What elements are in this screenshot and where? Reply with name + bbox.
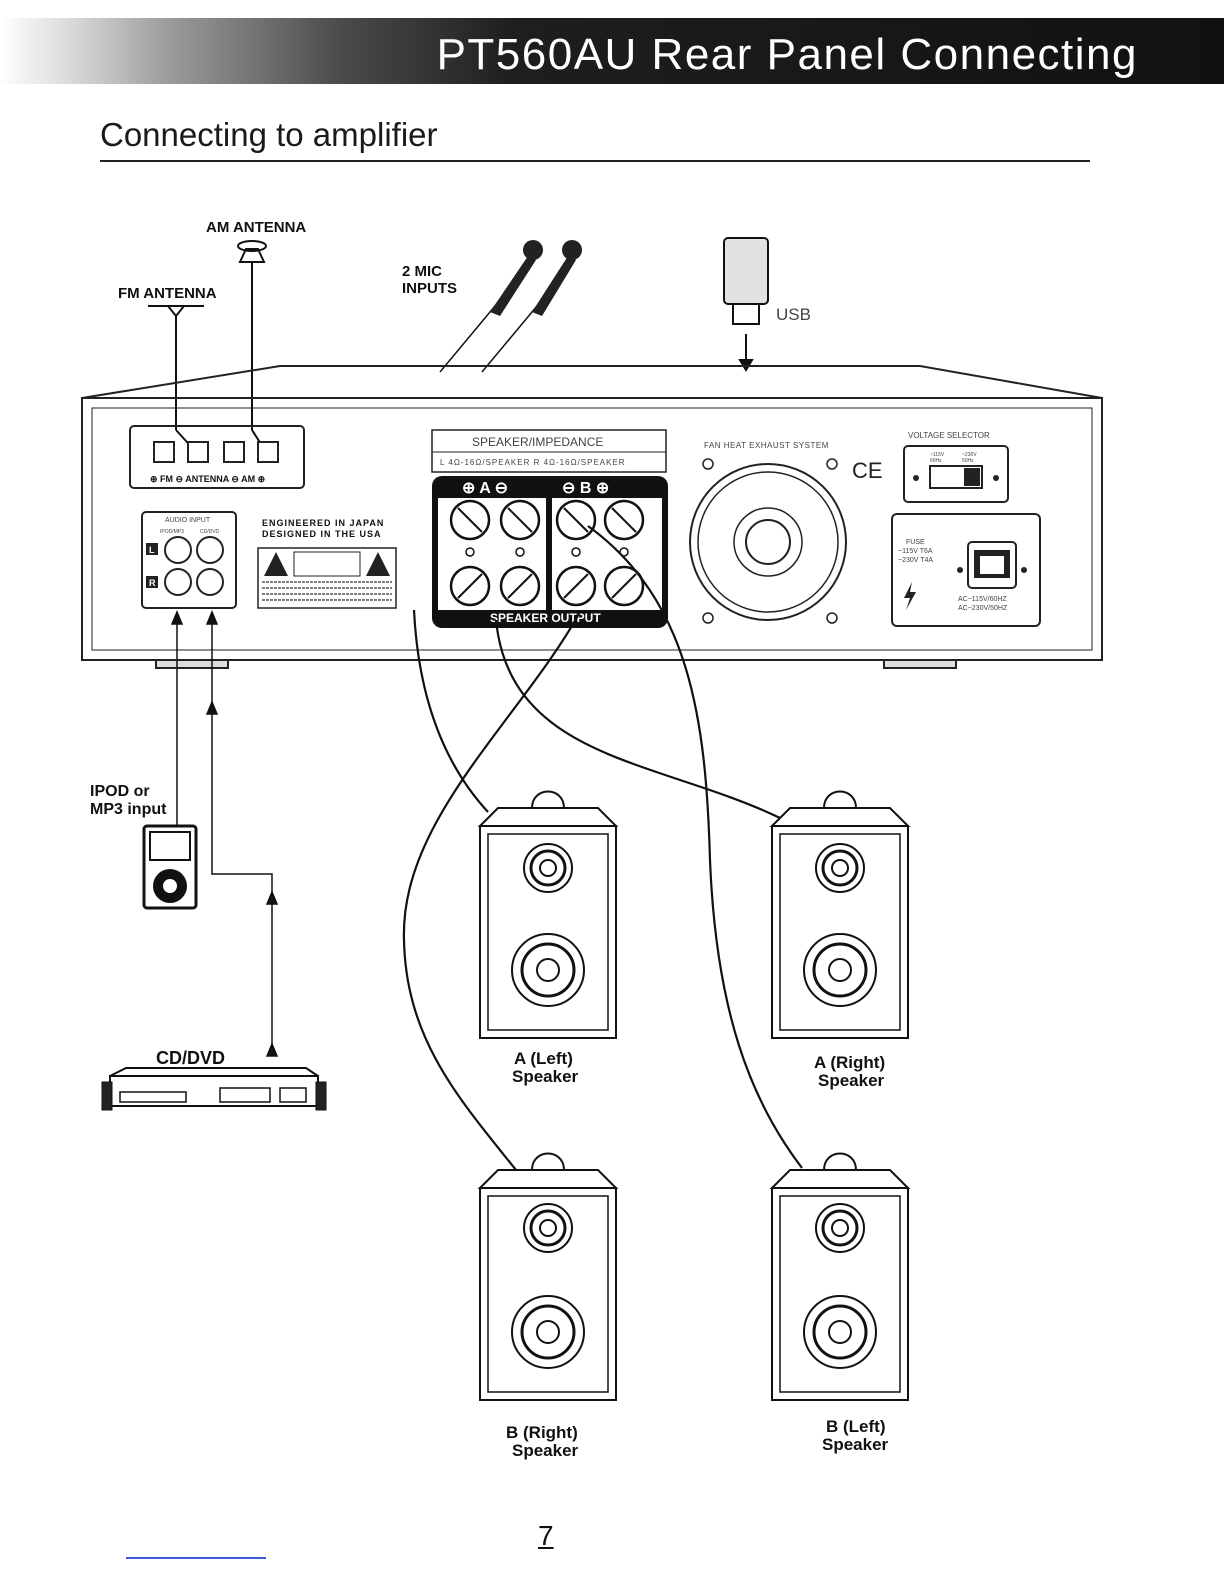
section-rule: [100, 160, 1090, 162]
usb-label: USB: [776, 305, 811, 324]
am-antenna: [237, 240, 267, 453]
speaker-b-left-label-line2: Speaker: [822, 1435, 889, 1454]
amplifier-chassis: [81, 365, 1103, 669]
fan-icon: [689, 458, 847, 624]
ac-115: AC~115V/60HZ: [958, 596, 1007, 603]
usb-icon: [723, 237, 769, 372]
speaker-output-block: [432, 476, 668, 628]
am-antenna-label: AM ANTENNA: [206, 219, 306, 236]
speaker-b-left-label-line1: B (Left): [826, 1417, 885, 1436]
speaker-a-left-label-line2: Speaker: [512, 1067, 579, 1086]
fuse-230: ~230V T4A: [898, 557, 933, 564]
header-bar: [0, 18, 1224, 84]
voltage-selector-title: VOLTAGE SELECTOR: [908, 431, 990, 440]
speaker-b-right-label-line2: Speaker: [512, 1441, 579, 1460]
audio-input-col2: CD/DVD: [200, 529, 220, 535]
power-inlet-block: [891, 513, 1041, 627]
ipod-label-line1: IPOD or: [90, 783, 150, 800]
fm-antenna-label: FM ANTENNA: [118, 285, 217, 302]
voltage-selector: [903, 445, 1009, 503]
page-number: 7: [538, 1520, 554, 1551]
speaker-a-right: [769, 790, 911, 1039]
cd-dvd-player-icon: [101, 1067, 327, 1111]
group-a-header: ⊕ A ⊖: [462, 480, 508, 497]
fan-label: FAN HEAT EXHAUST SYSTEM: [704, 441, 829, 450]
antenna-terminals: [129, 425, 305, 489]
speaker-b-right-label-line1: B (Right): [506, 1423, 578, 1442]
channel-l-label: L: [149, 545, 155, 555]
speaker-b-right: [477, 1152, 619, 1401]
cd-dvd-label: CD/DVD: [156, 1048, 225, 1068]
source-cables: [170, 610, 279, 1057]
speaker-a-right-label-line1: A (Right): [814, 1053, 885, 1072]
warning-label: [257, 547, 397, 609]
speaker-cables: [402, 525, 803, 1171]
page-title: PT560AU Rear Panel Connecting: [436, 30, 1138, 79]
engineered-line1: ENGINEERED IN JAPAN: [262, 518, 384, 528]
speaker-a-right-label-line2: Speaker: [818, 1071, 885, 1090]
voltage-right-hz: 50Hz: [962, 458, 974, 464]
audio-input-col1: IPOD/MP3: [160, 529, 184, 535]
section-title: Connecting to amplifier: [100, 116, 438, 153]
voltage-right: ~230V: [962, 452, 977, 458]
speaker-impedance-spec: L 4Ω-16Ω/SPEAKER R 4Ω-16Ω/SPEAKER: [440, 458, 626, 467]
speaker-a-left-label-line1: A (Left): [514, 1049, 573, 1068]
ce-mark: CE: [852, 458, 883, 483]
voltage-left: ~115V: [930, 452, 945, 458]
footer-line: [126, 1557, 266, 1559]
ipod-icon: [142, 824, 198, 910]
speaker-output-label: SPEAKER OUTPUT: [490, 611, 601, 625]
fuse-label: FUSE: [906, 539, 925, 546]
mic-label-line2: INPUTS: [402, 280, 457, 297]
speaker-impedance-box: [431, 429, 667, 473]
mic-icon: [439, 240, 582, 373]
ipod-label-line2: MP3 input: [90, 801, 167, 818]
group-b-header: ⊖ B ⊕: [562, 480, 609, 497]
speaker-impedance-title: SPEAKER/IMPEDANCE: [472, 435, 603, 449]
mic-label-line1: 2 MIC: [402, 263, 442, 280]
speaker-b-left: [769, 1152, 911, 1401]
audio-input-title: AUDIO INPUT: [165, 517, 211, 524]
engineered-line2: DESIGNED IN THE USA: [262, 529, 382, 539]
speaker-a-left: [477, 790, 619, 1039]
fuse-115: ~115V T6A: [898, 548, 933, 555]
ac-230: AC~230V/50HZ: [958, 605, 1008, 612]
audio-input-block: [141, 511, 237, 609]
voltage-left-hz: 60Hz: [930, 458, 942, 464]
channel-r-label: R: [149, 578, 156, 588]
antenna-terminal-label: ⊕ FM ⊖ ANTENNA ⊖ AM ⊕: [150, 474, 265, 484]
